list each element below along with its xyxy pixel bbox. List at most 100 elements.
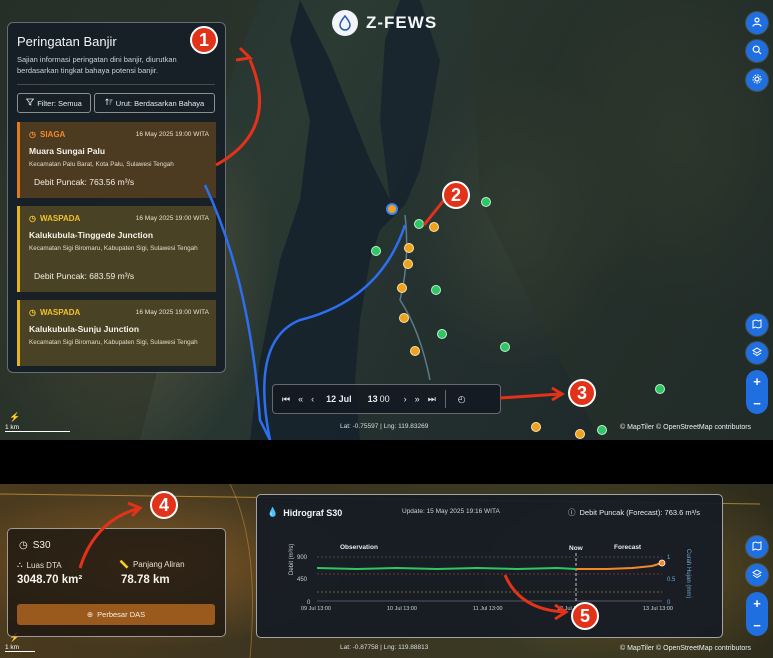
station-location: Kecamatan Sigi Biromaru, Kabupaten Sigi,… — [29, 245, 198, 252]
skip-end-button[interactable]: ⏭ — [427, 393, 436, 404]
water-drop-icon — [332, 10, 358, 36]
station-name: Kalukubula-Sunju Junction — [29, 324, 140, 334]
skip-start-button[interactable]: ⏮ — [282, 393, 291, 404]
station-marker[interactable] — [414, 219, 424, 229]
user-button[interactable] — [746, 12, 768, 34]
map-attribution[interactable]: © MapTiler © OpenStreetMap contributors — [620, 424, 752, 431]
y-right-tick: 1 — [667, 555, 671, 561]
panel-description: Sajian informasi peringatan dini banjir,… — [17, 55, 177, 75]
fast-rewind-button[interactable]: « — [298, 394, 304, 404]
warning-card-waspada[interactable]: ◷WASPADA 16 May 2025 19:00 WITA Kalukubu… — [17, 206, 216, 292]
map-attribution[interactable]: © MapTiler © OpenStreetMap contributors — [620, 645, 752, 652]
drops-icon: 💧 — [267, 507, 279, 517]
y-right-tick: 0.5 — [667, 577, 676, 583]
lightning-icon: ⚡ — [9, 632, 21, 642]
zoom-control: + − — [746, 370, 768, 414]
history-icon[interactable]: ◴ — [457, 393, 466, 404]
now-label: Now — [569, 545, 584, 552]
warning-datetime: 16 May 2025 19:00 WITA — [135, 131, 209, 138]
sort-button[interactable]: Urut: Berdasarkan Bahaya — [94, 93, 215, 113]
clock-icon: ◷ — [29, 130, 36, 139]
clock-icon: ◷ — [29, 308, 36, 317]
view-separator — [0, 440, 773, 484]
station-location: Kecamatan Palu Barat, Kota Palu, Sulawes… — [29, 161, 174, 168]
area-icon: ⛬ — [17, 560, 23, 569]
station-marker[interactable] — [575, 429, 585, 439]
station-marker[interactable] — [403, 259, 413, 269]
filter-button[interactable]: Filter: Semua — [17, 93, 91, 113]
map-view-button[interactable] — [746, 314, 768, 336]
settings-button[interactable] — [746, 69, 768, 91]
forecast-series — [576, 562, 663, 570]
zoom-in-button[interactable]: + — [753, 373, 761, 389]
peak-discharge: Debit Puncak: 763.56 m³/s — [34, 177, 135, 187]
warning-datetime: 16 May 2025 19:00 WITA — [135, 309, 209, 316]
station-marker[interactable] — [404, 243, 414, 253]
step-forward-button[interactable]: › — [403, 394, 407, 404]
station-marker[interactable] — [386, 203, 398, 215]
warning-card-siaga[interactable]: ◷SIAGA 16 May 2025 19:00 WITA Muara Sung… — [17, 122, 216, 198]
area-label: ⛬Luas DTA — [17, 560, 62, 570]
peak-forecast: ⓘ Debit Puncak (Forecast): 763.6 m³/s — [568, 508, 700, 517]
annotation-marker-4: 4 — [150, 491, 178, 519]
time-date: 12 Jul — [326, 394, 352, 404]
hydrograph-panel: 💧 Hidrograf S30 Update: 15 May 2025 19:1… — [256, 494, 723, 638]
station-marker[interactable] — [531, 422, 541, 432]
layers-icon — [752, 568, 762, 582]
station-marker[interactable] — [431, 285, 441, 295]
length-value: 78.78 km — [121, 574, 170, 586]
map-scale: 1 km — [5, 424, 70, 432]
y-tick: 450 — [297, 577, 308, 583]
warning-card-waspada[interactable]: ◷WASPADA 16 May 2025 19:00 WITA Kalukubu… — [17, 300, 216, 366]
annotation-marker-1: 1 — [190, 26, 218, 54]
app-name: Z-FEWS — [366, 13, 438, 32]
zoom-in-button[interactable]: + — [753, 595, 761, 611]
map-scale: 1 km — [5, 644, 35, 652]
station-marker[interactable] — [397, 283, 407, 293]
zoom-das-button[interactable]: ⊕ Perbesar DAS — [17, 604, 215, 625]
time-minute[interactable]: 00 — [379, 394, 390, 404]
map-view-button[interactable] — [746, 536, 768, 558]
divider — [444, 390, 446, 408]
station-marker[interactable] — [597, 425, 607, 435]
x-tick: 09 Jul 13:00 — [301, 606, 331, 612]
map-icon — [752, 318, 762, 332]
x-tick: 11 Jul 13:00 — [473, 606, 503, 612]
hydrograph-chart[interactable]: Observation Now Forecast 900 450 0 1 0.5… — [257, 495, 722, 637]
search-button[interactable] — [746, 40, 768, 62]
panel-title: Peringatan Banjir — [17, 34, 117, 49]
station-marker[interactable] — [500, 342, 510, 352]
sort-icon — [105, 98, 113, 108]
station-marker[interactable] — [371, 246, 381, 256]
peak-point — [658, 559, 666, 567]
level-badge: ◷WASPADA — [29, 308, 81, 317]
filter-label: Filter: Semua — [37, 98, 82, 108]
annotation-marker-2: 2 — [442, 181, 470, 209]
clock-icon: ◷ — [19, 540, 28, 551]
station-marker[interactable] — [429, 222, 439, 232]
gear-icon — [752, 73, 762, 87]
layers-button[interactable] — [746, 342, 768, 364]
update-time: Update: 15 May 2025 19:16 WITA — [402, 508, 500, 515]
step-back-button[interactable]: ‹ — [311, 394, 315, 404]
map-icon — [752, 540, 762, 554]
station-marker[interactable] — [437, 329, 447, 339]
fast-forward-button[interactable]: » — [414, 394, 420, 404]
clock-icon: ◷ — [29, 214, 36, 223]
station-marker[interactable] — [410, 346, 420, 356]
station-marker[interactable] — [481, 197, 491, 207]
station-marker[interactable] — [399, 313, 409, 323]
x-tick: 13 Jul 13:00 — [643, 606, 673, 612]
layers-button[interactable] — [746, 564, 768, 586]
area-value: 3048.70 km² — [17, 574, 83, 586]
ruler-icon: 📏 — [119, 560, 129, 569]
layers-icon — [752, 346, 762, 360]
cursor-coordinates: Lat: -0.87758 | Lng: 119.88813 — [340, 644, 429, 651]
zoom-out-button[interactable]: − — [753, 395, 761, 411]
zoom-out-button[interactable]: − — [753, 617, 761, 633]
sort-label: Urut: Berdasarkan Bahaya — [115, 98, 205, 108]
station-marker[interactable] — [655, 384, 665, 394]
warning-datetime: 16 May 2025 19:00 WITA — [135, 215, 209, 222]
time-hour[interactable]: 13 — [367, 394, 378, 404]
map-top[interactable]: Z-FEWS + − — [0, 0, 773, 440]
